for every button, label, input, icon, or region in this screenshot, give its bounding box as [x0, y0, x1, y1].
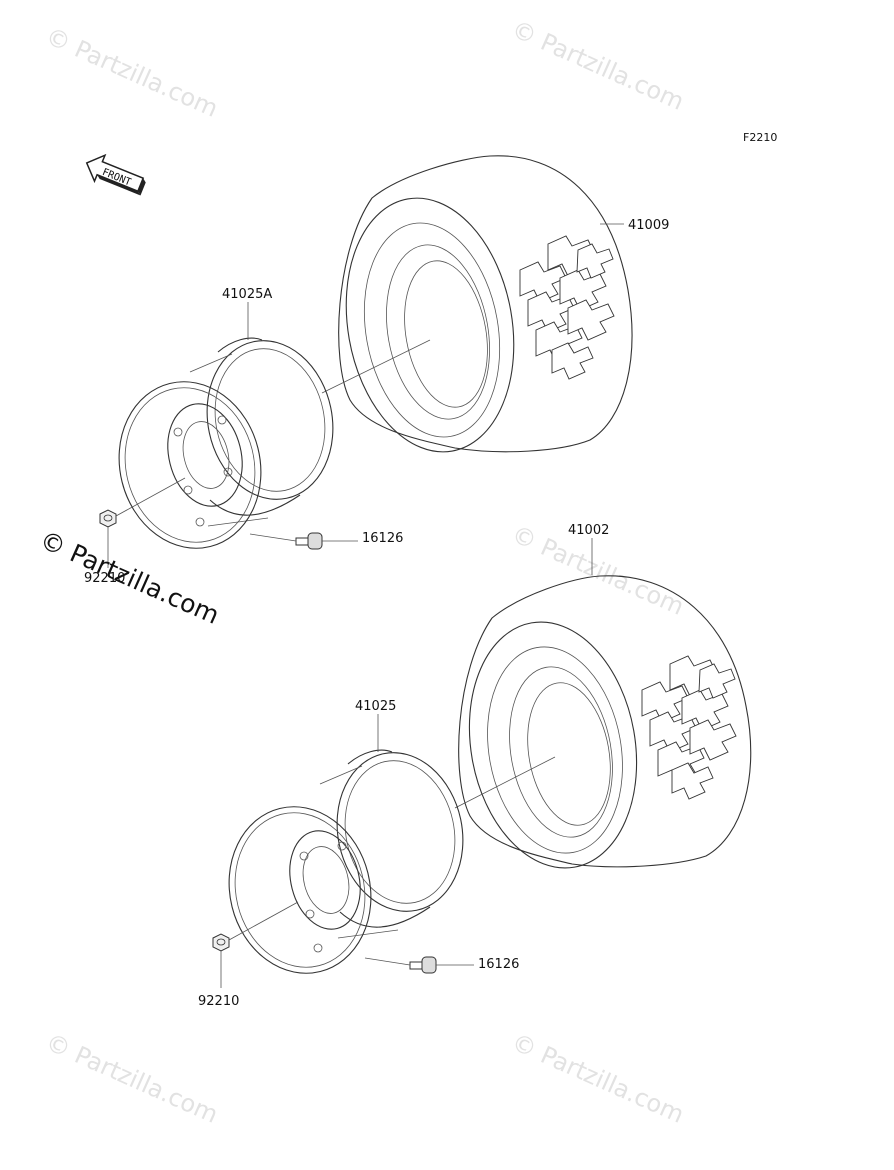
- axle-line-front: [454, 756, 556, 809]
- front-tire: [458, 575, 752, 869]
- tread-pattern-rear: [519, 235, 615, 380]
- label-wheel-front: 41025: [355, 699, 396, 714]
- label-valve-upper: 16126: [362, 531, 403, 546]
- leader-valve-lower: [364, 957, 411, 966]
- watermark-overlay: © Partzilla.com: [36, 525, 224, 630]
- tread-pattern-front: [641, 655, 737, 800]
- figure-code: F2210: [743, 131, 777, 144]
- rear-wheel-rim: [118, 337, 334, 549]
- watermark-bottom-right: © Partzilla.com: [508, 1028, 689, 1129]
- nut-lower-icon: [212, 933, 230, 952]
- watermark-top-left: © Partzilla.com: [42, 22, 223, 123]
- label-valve-lower: 16126: [478, 957, 519, 972]
- leader-valve-upper: [249, 533, 297, 542]
- axis-nut-upper: [115, 477, 186, 517]
- rear-tire: [338, 155, 633, 453]
- axis-nut-lower: [228, 901, 299, 941]
- watermark-top-right: © Partzilla.com: [508, 15, 689, 116]
- label-wheel-rear: 41025A: [222, 287, 272, 302]
- label-tire-front: 41002: [568, 523, 609, 538]
- front-arrow-icon: FRONT: [85, 153, 146, 196]
- label-nut-lower: 92210: [198, 994, 239, 1009]
- front-wheel-rim: [228, 749, 464, 974]
- valve-stem-lower-icon: [409, 956, 474, 974]
- axle-line-rear: [321, 339, 431, 394]
- valve-stem-upper-icon: [295, 532, 358, 550]
- watermark-bottom-left: © Partzilla.com: [42, 1028, 223, 1129]
- label-tire-rear: 41009: [628, 218, 669, 233]
- nut-upper-icon: [99, 509, 117, 528]
- label-nut-upper: 92210: [84, 571, 125, 586]
